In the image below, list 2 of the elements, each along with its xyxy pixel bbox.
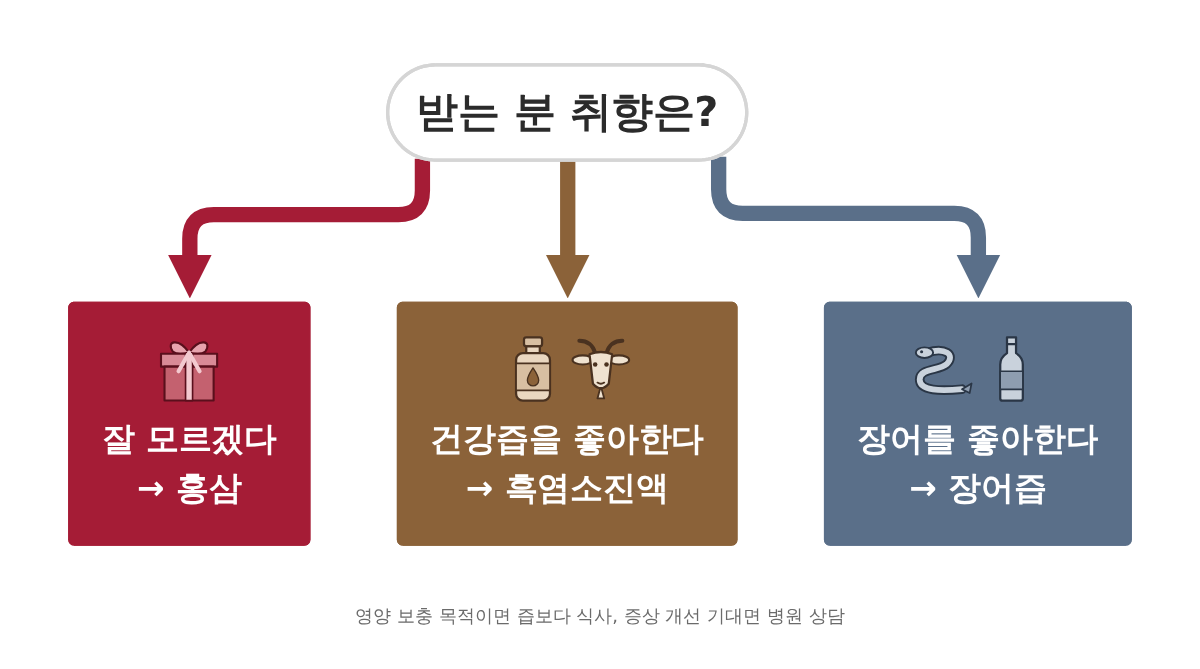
caption-text: 영양 보충 목적이면 즙보다 식사, 증상 개선 기대면 병원 상담 xyxy=(355,605,845,626)
arrow xyxy=(545,160,590,299)
